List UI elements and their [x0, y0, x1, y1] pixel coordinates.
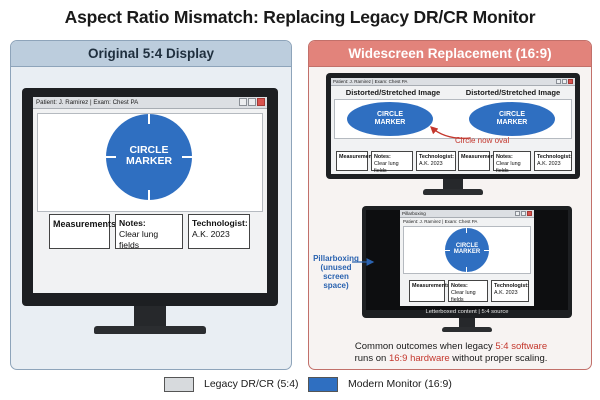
pillarbox-circle-marker — [445, 228, 489, 272]
stretched-marker-label-right: CIRCLE MARKER — [496, 111, 528, 126]
stretched-notes-box-2: Notes: Clear lung fields — [493, 151, 531, 174]
stretched-window-controls — [556, 79, 573, 84]
legacy-window-controls — [239, 98, 265, 106]
notes-box: Notes: Clear lung fields — [115, 214, 183, 250]
pillarbox-monitor-foot — [442, 327, 492, 332]
stretched-monitor-screen: Patient: J. Ramirez | Exam: Chest PA Dis… — [331, 78, 575, 174]
stretched-oval-marker-left — [347, 102, 433, 136]
legacy-monitor-foot — [94, 326, 206, 334]
stretched-monitor-neck — [443, 179, 463, 191]
marker-tick-top — [148, 114, 150, 124]
legend-swatch-modern — [308, 376, 338, 392]
maximize-icon[interactable] — [248, 98, 256, 106]
pillarbox-measurements-box: Measurements — [409, 280, 450, 302]
legacy-monitor-screen: Patient: J. Ramirez | Exam: Chest PA CIR… — [33, 97, 267, 293]
pillarbox-monitor-neck — [459, 318, 475, 328]
stretched-window-title: Patient: J. Ramirez | Exam: Chest PA — [333, 79, 408, 84]
pillarbox-notes-box: Notes: Clear lung fields — [448, 280, 488, 303]
stretched-measurements-box: Measurements — [336, 151, 377, 171]
circle-marker-label: CIRCLE MARKER — [125, 144, 173, 168]
legacy-monitor: Patient: J. Ramirez | Exam: Chest PA CIR… — [22, 88, 278, 346]
pillarbox-tick-top — [466, 228, 467, 233]
legacy-window-titlebar: Patient: J. Ramirez | Exam: Chest PA — [33, 97, 267, 109]
measurements-box: Measurements — [49, 214, 116, 249]
pillarbox-window-title: Patient: J. Ramirez | Exam: Chest PA — [403, 219, 478, 224]
maximize-icon[interactable] — [521, 211, 526, 216]
marker-tick-bottom — [148, 190, 150, 200]
outcome-text: Common outcomes when legacy 5:4 software… — [354, 341, 548, 364]
close-icon[interactable] — [527, 211, 532, 216]
pillarbox-technologist-box: Technologist: A.K. 2023 — [491, 280, 529, 302]
close-icon[interactable] — [568, 79, 573, 84]
widescreen-panel-header: Widescreen Replacement (16:9) — [309, 41, 591, 67]
pillarboxing-annotation: Pillarboxing (unused screen space) — [313, 254, 359, 290]
stretched-monitor-foot — [423, 189, 483, 195]
legend-item-modern: Modern Monitor (16:9) — [308, 375, 452, 393]
circle-marker — [106, 114, 192, 200]
widescreen-monitor-stretched: Patient: J. Ramirez | Exam: Chest PA Dis… — [326, 73, 580, 197]
pillarbox-marker-label: CIRCLE MARKER — [453, 243, 481, 256]
pillarbox-tick-right — [484, 250, 489, 251]
original-panel-header: Original 5:4 Display — [11, 41, 291, 67]
stretched-measurements-box-2: Measurements — [458, 151, 499, 171]
pillarbox-window-small-title: Pillarboxing — [402, 211, 426, 216]
stretched-caption-right: Distorted/Stretched Image — [465, 88, 561, 97]
stretched-technologist-box-2: Technologist: A.K. 2023 — [534, 151, 572, 171]
pillarbox-tick-bottom — [466, 267, 467, 272]
stretched-notes-box: Notes: Clear lung fields — [371, 151, 413, 174]
pillarbox-window-controls — [515, 211, 532, 216]
legacy-window-title: Patient: J. Ramirez | Exam: Chest PA — [36, 99, 139, 106]
maximize-icon[interactable] — [562, 79, 567, 84]
stretched-technologist-box: Technologist: A.K. 2023 — [416, 151, 456, 171]
letterbox-label: Letterboxed content | 5:4 source — [425, 309, 509, 315]
stretched-oval-marker-right — [469, 102, 555, 136]
pillarbox-window-screen: Pillarboxing Patient: J. Ramirez | Exam:… — [400, 210, 534, 306]
page-title: Aspect Ratio Mismatch: Replacing Legacy … — [64, 7, 536, 27]
stretched-marker-label-left: CIRCLE MARKER — [374, 111, 406, 126]
close-icon[interactable] — [257, 98, 265, 106]
pillarbox-tick-left — [445, 250, 450, 251]
marker-tick-left — [106, 156, 116, 158]
stretched-caption-left: Distorted/Stretched Image — [345, 88, 441, 97]
legend-swatch-legacy — [164, 376, 194, 392]
minimize-icon[interactable] — [515, 211, 520, 216]
technologist-box: Technologist: A.K. 2023 — [188, 214, 250, 249]
legend-label-modern: Modern Monitor (16:9) — [348, 378, 452, 390]
pillarbox-window-small-titlebar: Pillarboxing — [400, 210, 534, 218]
minimize-icon[interactable] — [556, 79, 561, 84]
legacy-monitor-neck — [134, 306, 166, 328]
minimize-icon[interactable] — [239, 98, 247, 106]
widescreen-monitor-pillarboxed: Pillarboxing Patient: J. Ramirez | Exam:… — [362, 206, 572, 336]
marker-tick-right — [182, 156, 192, 158]
stretched-window-titlebar: Patient: J. Ramirez | Exam: Chest PA — [331, 78, 575, 86]
oval-annotation: Circle now oval — [455, 136, 510, 145]
legend-label-legacy: Legacy DR/CR (5:4) — [204, 378, 299, 390]
legend-item-legacy: Legacy DR/CR (5:4) — [164, 375, 299, 393]
